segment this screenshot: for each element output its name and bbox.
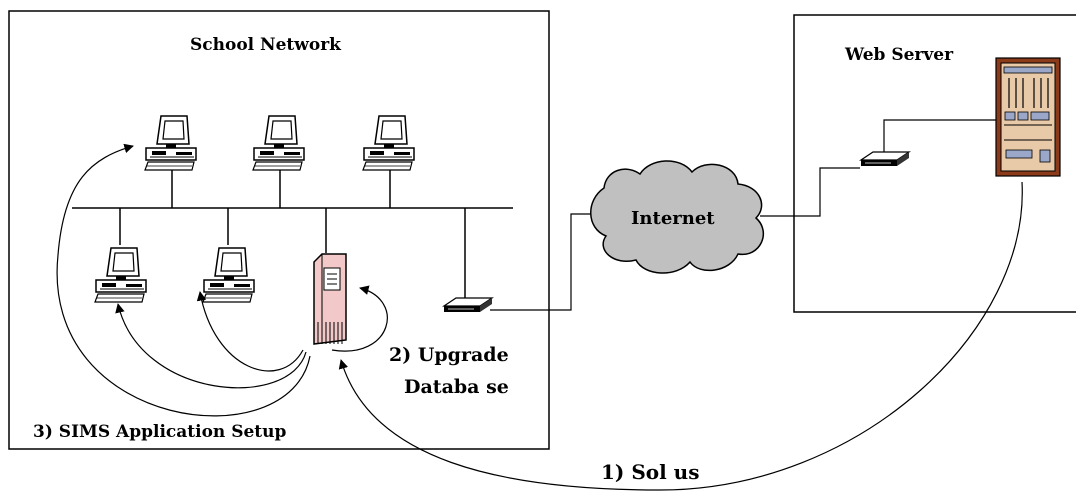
wan-links [490, 119, 998, 311]
computer-icon [94, 247, 147, 303]
internet-cloud-icon [590, 160, 765, 274]
sims-setup-label: 3) SIMS Application Setup [33, 422, 287, 442]
modem-icon [860, 151, 910, 167]
lan-cabling [72, 168, 513, 298]
web-server-box [793, 14, 1076, 313]
web-server-title: Web Server [845, 45, 954, 65]
modem-icon [443, 297, 493, 313]
web-server-rack-icon [995, 57, 1061, 177]
flow-arrows [56, 143, 1023, 491]
computer-icon [252, 115, 305, 171]
school-network-title: School Network [190, 35, 341, 55]
upgrade-label-line2: Databa se [404, 376, 509, 398]
upgrade-label-line1: 2) Upgrade [389, 344, 509, 366]
school-server-icon [313, 253, 347, 345]
school-network-box [8, 10, 550, 450]
solus-label: 1) Sol us [601, 460, 700, 484]
computer-icon [362, 115, 415, 171]
internet-label: Internet [631, 208, 715, 229]
computer-icon [202, 247, 255, 303]
computer-icon [144, 115, 197, 171]
